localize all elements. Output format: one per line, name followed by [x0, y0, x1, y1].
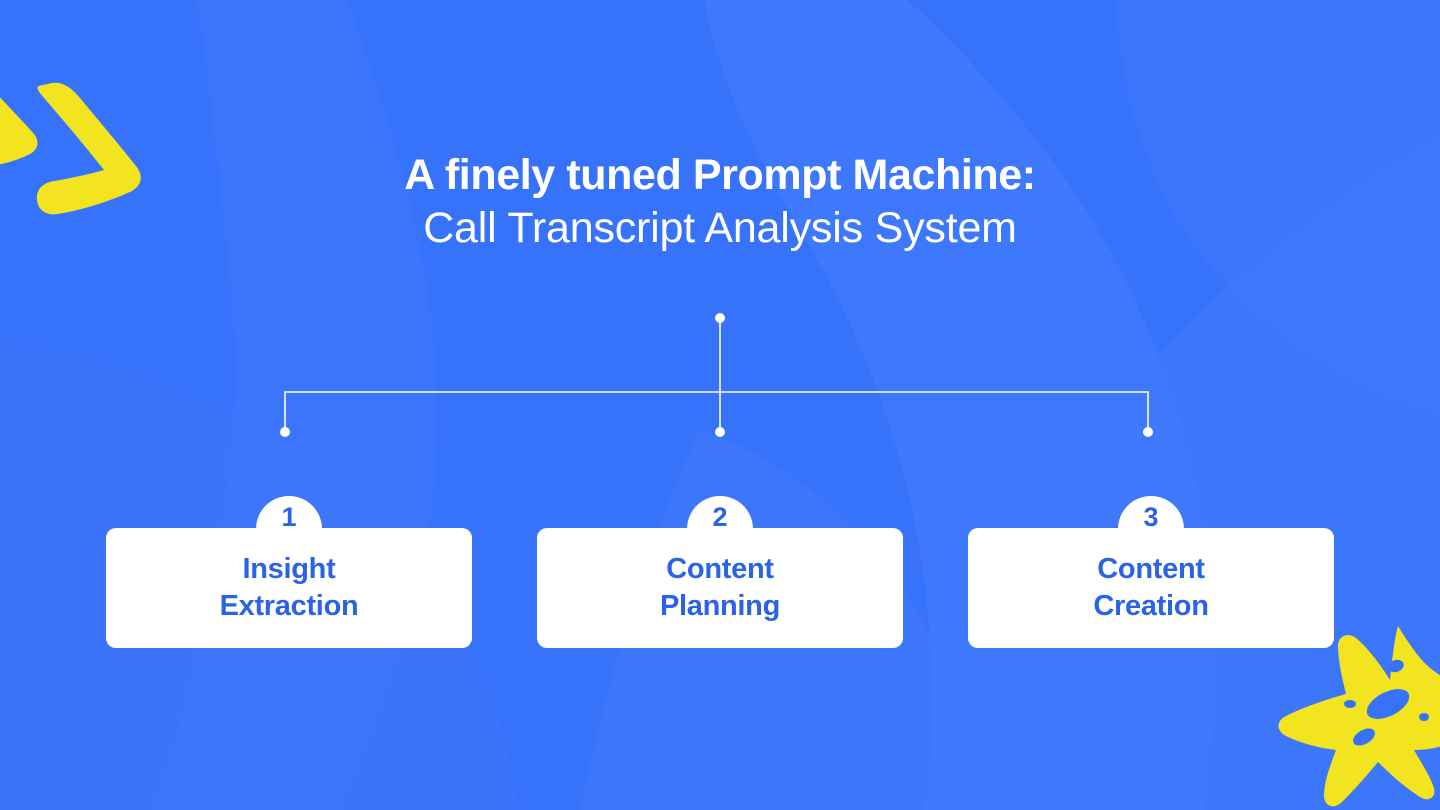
- connector-leaf-dot-2: [715, 427, 725, 437]
- step-label-1-line-1: Insight: [242, 552, 336, 585]
- step-label-3-line-2: Creation: [1093, 590, 1209, 622]
- title-line-2: Call Transcript Analysis System: [423, 203, 1017, 252]
- step-label-2-line-2: Planning: [659, 590, 781, 622]
- step-number-2: 2: [712, 502, 728, 532]
- connector-branch: [284, 391, 1149, 432]
- yellow-star-splat-doodle: [1278, 626, 1440, 807]
- step-number-3: 3: [1143, 502, 1159, 532]
- step-card-body-2[interactable]: Content Planning: [537, 528, 903, 648]
- step-label-2-line-1: Content: [666, 552, 774, 585]
- step-number-1: 1: [281, 502, 297, 532]
- step-label-2: Content Planning: [537, 528, 903, 648]
- connector-leaf-dot-3: [1143, 427, 1153, 437]
- step-card-body-1[interactable]: Insight Extraction: [106, 528, 472, 648]
- step-label-3: Content Creation: [968, 528, 1334, 648]
- step-card-body-3[interactable]: Content Creation: [968, 528, 1334, 648]
- connector-tree: [280, 313, 1153, 437]
- step-label-3-line-1: Content: [1097, 552, 1205, 585]
- step-label-1-line-2: Extraction: [219, 590, 359, 622]
- step-card-2[interactable]: 2 Content Planning: [537, 496, 903, 648]
- yellow-double-chevron-doodle: [0, 82, 141, 215]
- slide-title: A finely tuned Prompt Machine: Call Tran…: [0, 150, 1440, 257]
- connector-leaf-dot-1: [280, 427, 290, 437]
- step-card-1[interactable]: 1 Insight Extraction: [106, 496, 472, 648]
- title-line-1: A finely tuned Prompt Machine:: [404, 151, 1036, 199]
- connector-root-dot: [715, 313, 725, 323]
- step-card-3[interactable]: 3 Content Creation: [968, 496, 1334, 648]
- step-label-1: Insight Extraction: [106, 528, 472, 648]
- step-cards-row: 1 Insight Extraction 2 Content Planning: [106, 496, 1334, 656]
